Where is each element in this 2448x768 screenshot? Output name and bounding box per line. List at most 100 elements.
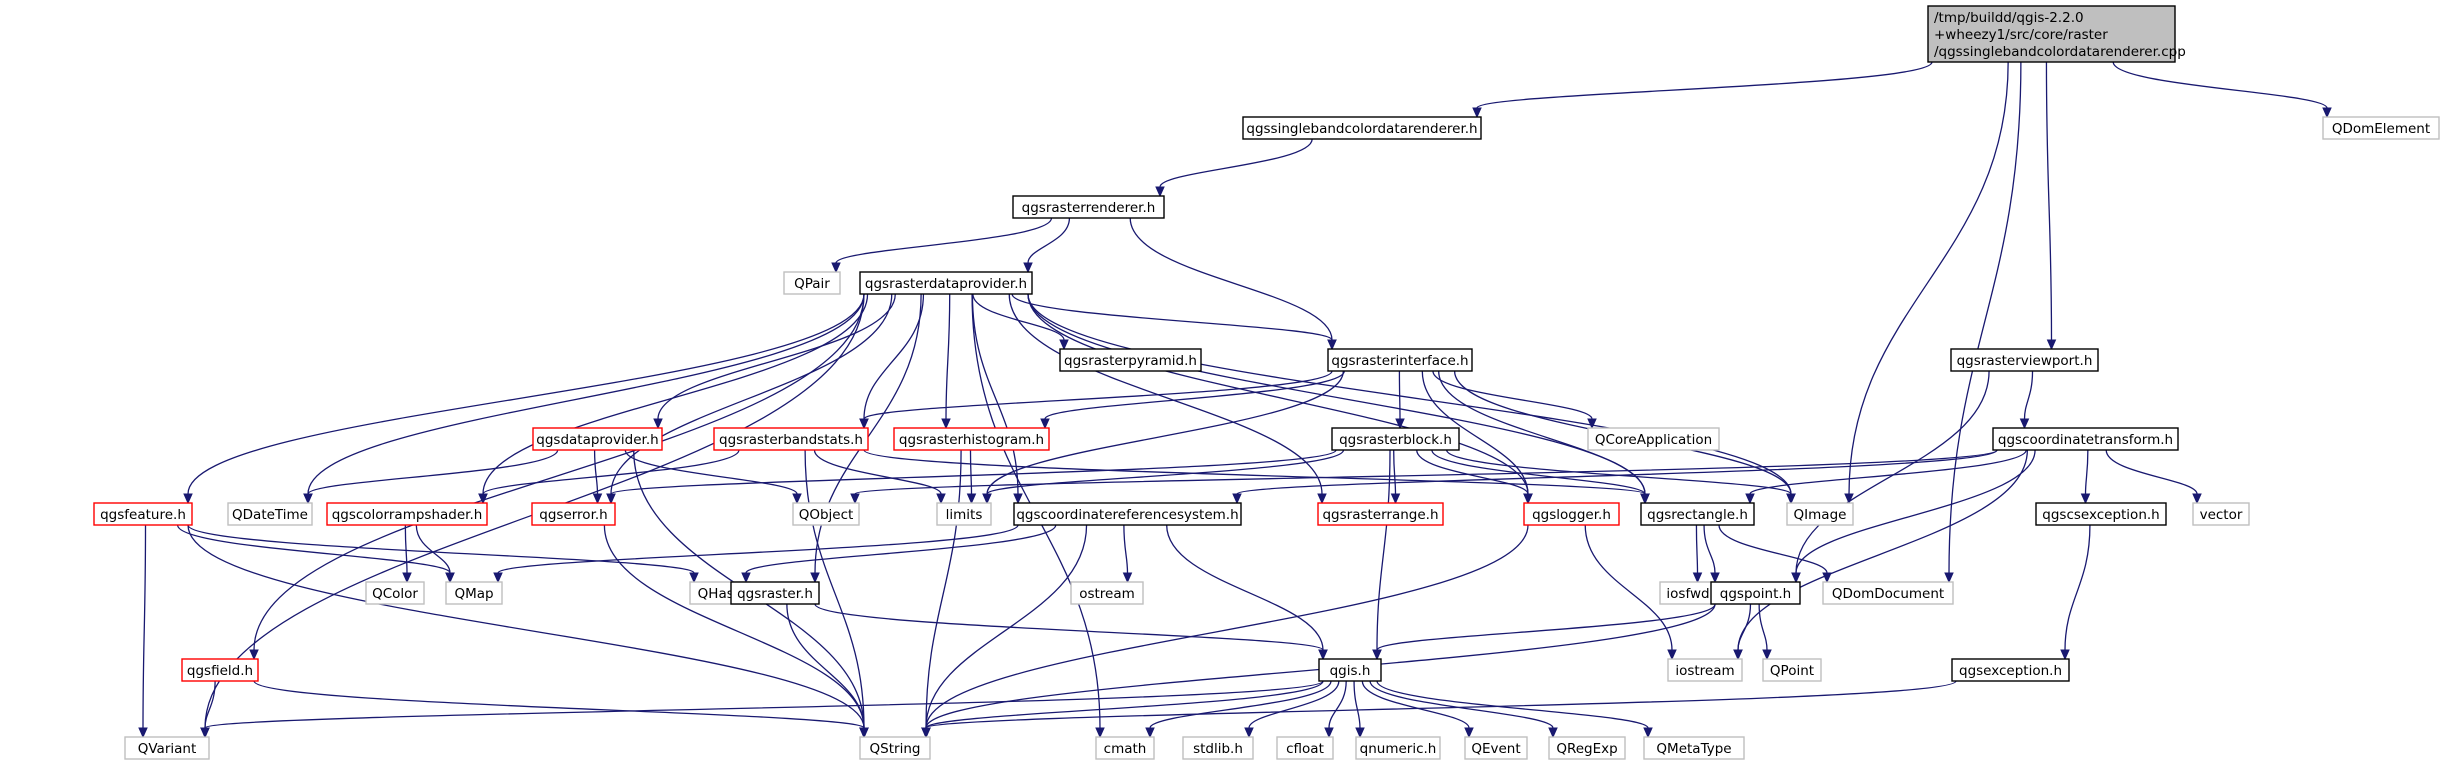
node-QVariant: QVariant	[124, 736, 210, 760]
node-box	[227, 502, 313, 526]
node-qgsexception-h[interactable]: qgsexception.h	[1951, 658, 2070, 682]
edge-line	[2084, 449, 2089, 495]
node-QObject: QObject	[792, 502, 860, 526]
node-qgsrasterbandstats-h[interactable]: qgsrasterbandstats.h	[713, 427, 869, 451]
edge-arrowhead	[402, 572, 412, 584]
edge-line	[863, 449, 1646, 495]
edge-line	[1584, 524, 1673, 651]
node-qgscolorrampshader-h[interactable]: qgscolorrampshader.h	[326, 502, 488, 526]
node-label: qgsrasterinterface.h	[1331, 353, 1468, 369]
node-qgsrasterblock-h[interactable]: qgsrasterblock.h	[1331, 427, 1460, 451]
edge-line	[863, 293, 925, 420]
node-cmath: cmath	[1095, 736, 1155, 760]
edge-line	[1027, 293, 1529, 495]
edge-qgsrasterdataprovider_h-to-qgsdataprovider_h	[653, 293, 896, 430]
node-box	[792, 502, 860, 526]
node-box	[1331, 427, 1460, 451]
edge-qgsrasterrenderer_h-to-QPair	[831, 217, 1053, 274]
edge-qgsrasterdataprovider_h-to-qgsrasterrange_h	[1008, 293, 1327, 505]
node-root[interactable]: /tmp/buildd/qgis-2.2.0+wheezy1/src/core/…	[1927, 5, 2186, 63]
node-qgsrasterinterface-h[interactable]: qgsrasterinterface.h	[1327, 348, 1473, 372]
edge-qgsraster_h-to-qgis_h	[814, 603, 1328, 661]
edge-qgslogger_h-to-QString	[921, 524, 1529, 739]
edge-line	[482, 293, 869, 495]
edge-line	[1795, 370, 1990, 574]
node-box	[532, 427, 663, 451]
node-qgsrasterviewport-h[interactable]: qgsrasterviewport.h	[1950, 348, 2099, 372]
node-label: qgsrasterpyramid.h	[1064, 353, 1197, 369]
node-label: qgssinglebandcolordatarenderer.h	[1246, 121, 1477, 137]
node-box	[445, 581, 503, 605]
node-ostream: ostream	[1070, 581, 1144, 605]
edge-line	[786, 603, 865, 729]
edge-line	[986, 370, 1344, 495]
edge-arrowhead	[1822, 572, 1832, 584]
node-box	[1643, 736, 1745, 760]
node-qgsrasterrange-h[interactable]: qgsrasterrange.h	[1317, 502, 1444, 526]
edge-line	[187, 524, 865, 729]
node-qgserror-h[interactable]: qgserror.h	[531, 502, 616, 526]
node-qgsrasterrenderer-h[interactable]: qgsrasterrenderer.h	[1012, 195, 1165, 219]
node-qgspoint-h[interactable]: qgspoint.h	[1710, 581, 1801, 605]
edge-arrowhead	[1372, 649, 1382, 661]
edge-line	[2045, 61, 2053, 341]
edge-line	[2105, 449, 2198, 495]
node-QDomDocument: QDomDocument	[1822, 581, 1954, 605]
edge-line	[307, 293, 865, 495]
edge-line	[1737, 603, 1752, 651]
edge-qgis_h-to-cmath	[1145, 680, 1332, 739]
node-qgsrasterdataprovider-h[interactable]: qgsrasterdataprovider.h	[859, 271, 1033, 295]
node-label: qgscoordinatereferencesystem.h	[1016, 507, 1238, 523]
edge-line	[1027, 217, 1071, 264]
node-qgsdataprovider-h[interactable]: qgsdataprovider.h	[532, 427, 663, 451]
edge-line	[1027, 293, 1792, 495]
node-qgscoordinatetransform-h[interactable]: qgscoordinatetransform.h	[1992, 427, 2179, 451]
node-iostream: iostream	[1667, 658, 1743, 682]
node-box	[1182, 736, 1254, 760]
edge-qgsrasterviewport_h-to-qgscoordinatetransform_h	[2019, 370, 2034, 430]
node-label: QVariant	[138, 741, 197, 757]
node-qgsfield-h[interactable]: qgsfield.h	[181, 658, 259, 682]
node-qgsrasterhistogram-h[interactable]: qgsrasterhistogram.h	[893, 427, 1050, 451]
edge-line	[1758, 603, 1768, 651]
node-qgis-h[interactable]: qgis.h	[1318, 658, 1382, 682]
edge-root-to-QImage	[1844, 61, 2009, 505]
edge-line	[925, 680, 1324, 729]
edge-root-to-qgssinglebandcolordatarenderer_h	[1472, 61, 1933, 119]
node-qgssinglebandcolordatarenderer-h[interactable]: qgssinglebandcolordatarenderer.h	[1242, 116, 1482, 140]
edge-qgscolorrampshader_h-to-QMap	[415, 524, 455, 584]
node-box	[1762, 658, 1822, 682]
node-qgsfeature-h[interactable]: qgsfeature.h	[93, 502, 193, 526]
node-label: qgsrasterdataprovider.h	[865, 276, 1027, 292]
edge-arrowhead	[2322, 107, 2332, 119]
node-qgscoordinatereferencesystem-h[interactable]: qgscoordinatereferencesystem.h	[1013, 502, 1242, 526]
edge-qgsrasterhistogram_h-to-QString	[921, 449, 962, 739]
edge-arrowhead	[966, 493, 977, 505]
edge-arrowhead	[1059, 339, 1069, 351]
edge-layer	[138, 61, 2332, 739]
node-label: qgscsexception.h	[2042, 507, 2159, 523]
node-qgsrectangle-h[interactable]: qgsrectangle.h	[1640, 502, 1755, 526]
node-vector: vector	[2192, 502, 2250, 526]
edge-line	[1328, 680, 1347, 729]
edge-qgslogger_h-to-iostream	[1584, 524, 1677, 661]
edge-arrowhead	[1733, 649, 1743, 661]
node-qgsraster-h[interactable]: qgsraster.h	[730, 581, 820, 605]
node-qgsrasterpyramid-h[interactable]: qgsrasterpyramid.h	[1059, 348, 1202, 372]
edge-qgscoordinatereferencesystem_h-to-QString	[921, 524, 1088, 739]
edge-qgsrasterblock_h-to-qgsrectangle_h	[1431, 449, 1650, 505]
edge-line	[204, 680, 216, 729]
edge-qgsrasterblock_h-to-qgserror_h	[606, 449, 1337, 505]
node-qgscsexception-h[interactable]: qgscsexception.h	[2035, 502, 2167, 526]
node-QPoint: QPoint	[1762, 658, 1822, 682]
node-label: QString	[870, 741, 921, 757]
edge-arrowhead	[1095, 727, 1105, 739]
edge-line	[1159, 138, 1313, 188]
edge-arrowhead	[1040, 418, 1050, 430]
edge-qgssinglebandcolordatarenderer_h-to-qgsrasterrenderer_h	[1155, 138, 1313, 198]
node-box	[859, 736, 931, 760]
edge-line	[971, 293, 1019, 495]
node-label: qgsfeature.h	[100, 507, 186, 523]
node-qgslogger-h[interactable]: qgslogger.h	[1523, 502, 1620, 526]
edge-qgsrasterdataprovider_h-to-qgsrasterhistogram_h	[941, 293, 951, 430]
